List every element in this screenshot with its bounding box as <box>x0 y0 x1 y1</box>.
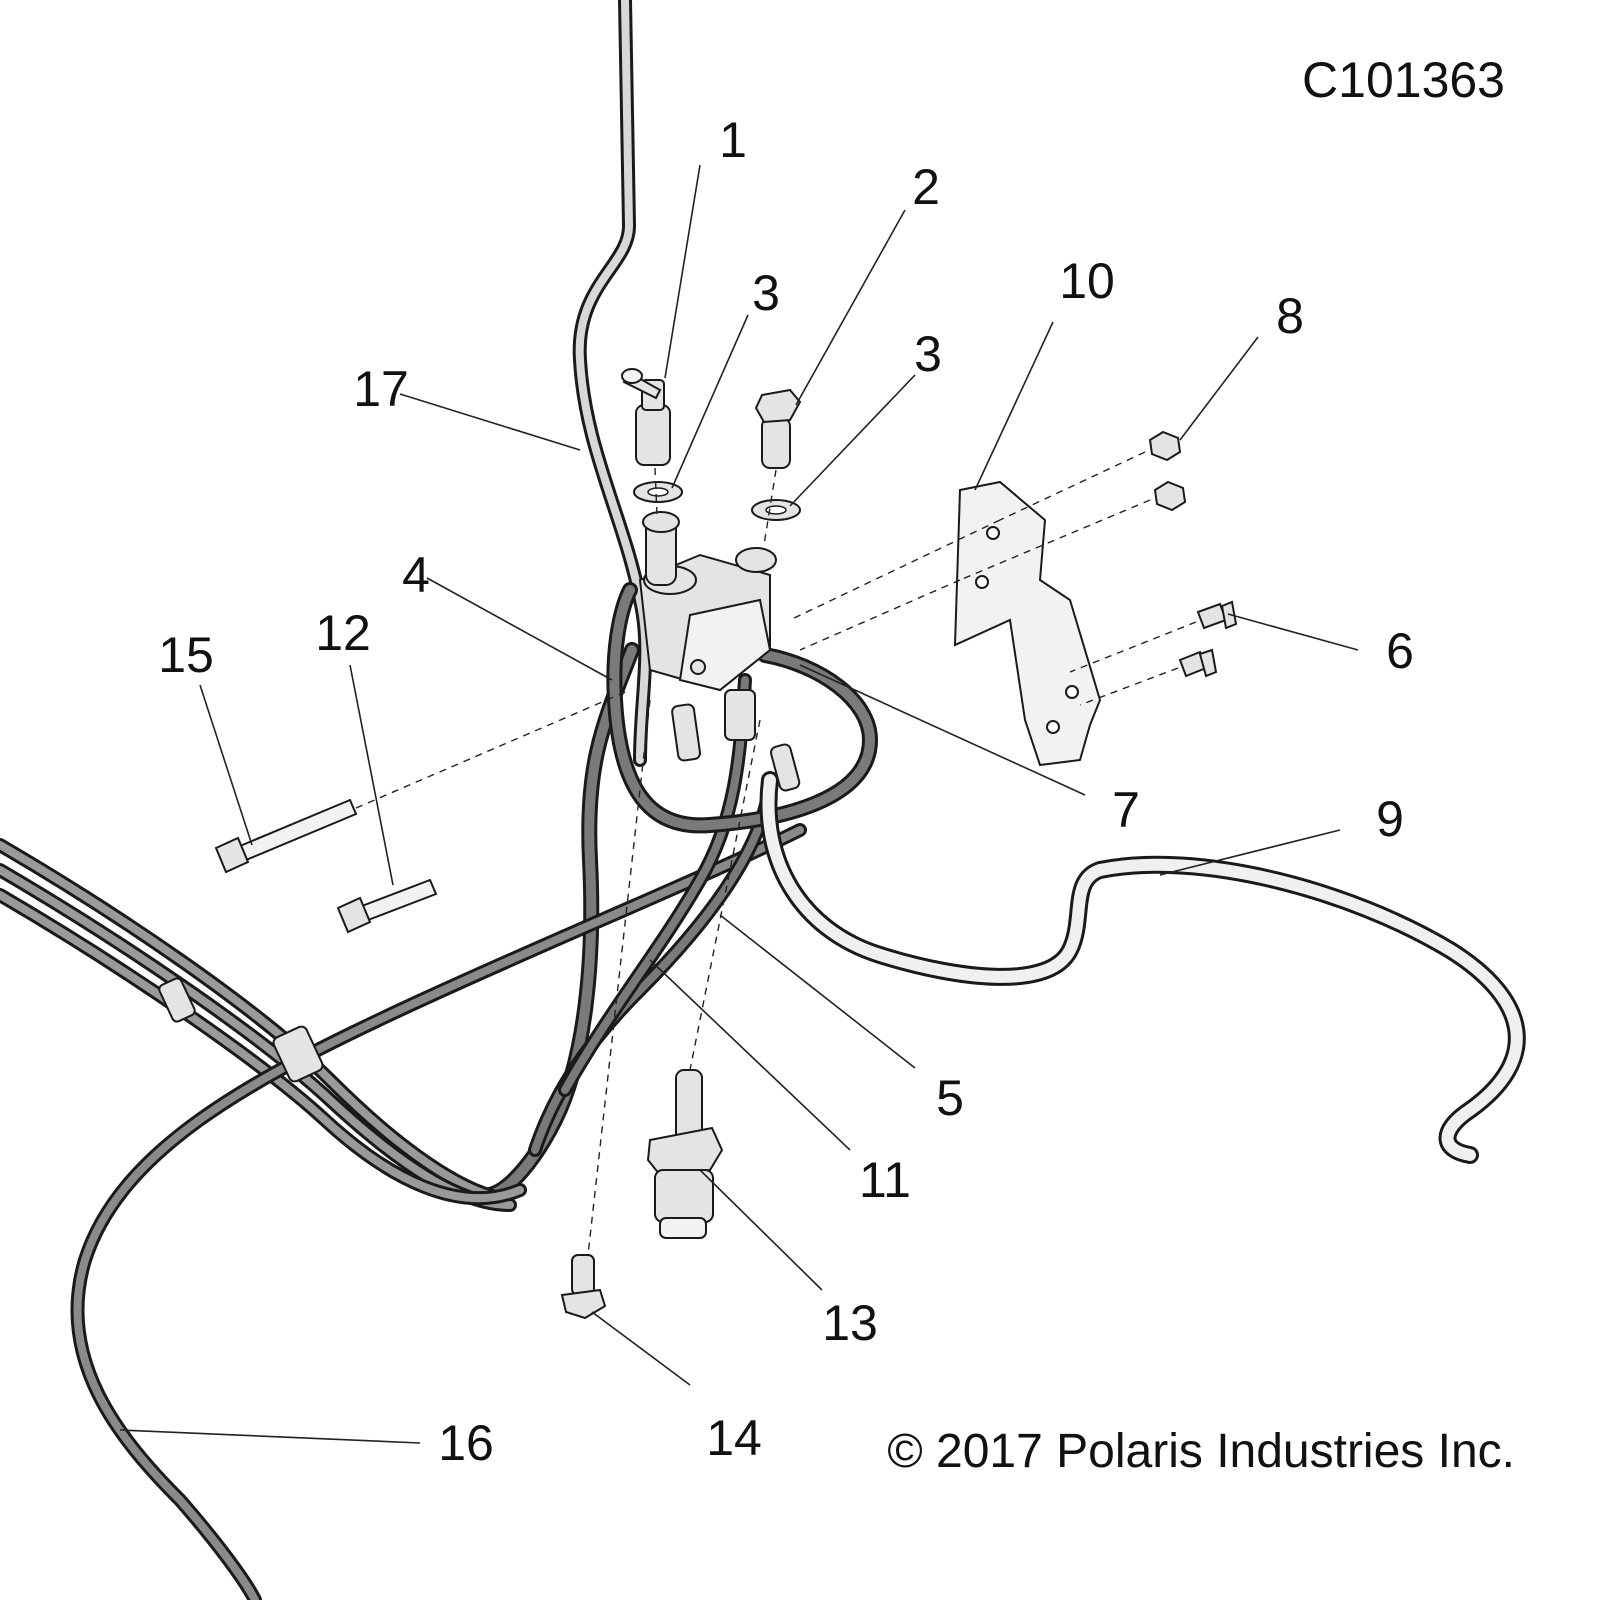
part-10-mounting-bracket <box>953 480 1102 767</box>
callout-14: 14 <box>706 1410 762 1466</box>
callout-3-left: 3 <box>752 265 780 321</box>
part-6-screw-lower <box>1178 648 1218 678</box>
part-13-pressure-switch <box>646 1069 724 1239</box>
hose-fittings <box>671 689 801 792</box>
assembly-lines <box>355 451 1197 1256</box>
line-bundle <box>0 838 527 1212</box>
brake-line-4 <box>482 642 640 1203</box>
callout-3-right: 3 <box>914 326 942 382</box>
diagram-code: C101363 <box>1302 52 1505 108</box>
part-3-washer-left <box>633 481 683 503</box>
callout-16: 16 <box>438 1415 494 1471</box>
callout-10: 10 <box>1059 253 1115 309</box>
callouts: 1 2 3 3 4 5 6 7 8 9 10 11 12 13 14 15 16… <box>158 112 1414 1471</box>
callout-4: 4 <box>402 547 430 603</box>
part-14-bolt <box>560 1254 607 1320</box>
callout-2: 2 <box>912 159 940 215</box>
part-8-nut-upper <box>1148 430 1182 462</box>
leader-lines <box>119 164 1359 1444</box>
callout-1: 1 <box>719 112 747 168</box>
valve-block <box>638 511 777 692</box>
part-12-short-bolt <box>336 878 438 934</box>
part-1-bleeder-screw <box>621 368 671 466</box>
part-15-long-bolt <box>214 798 358 874</box>
callout-8: 8 <box>1276 288 1304 344</box>
brake-line-9 <box>759 771 1526 1164</box>
callout-5: 5 <box>936 1070 964 1126</box>
brake-line-5 <box>558 673 752 1097</box>
brake-lines <box>0 0 1526 1600</box>
part-6-screw-upper <box>1196 600 1238 630</box>
brake-line-17 <box>572 0 653 767</box>
callout-6: 6 <box>1386 623 1414 679</box>
line-clip <box>158 977 324 1083</box>
callout-15: 15 <box>158 627 214 683</box>
brake-line-16 <box>70 823 807 1600</box>
part-2-banjo-bolt <box>754 388 802 469</box>
brake-line-7 <box>606 582 878 834</box>
callout-9: 9 <box>1376 791 1404 847</box>
part-3-washer-right <box>751 499 801 521</box>
callout-7: 7 <box>1112 782 1140 838</box>
callout-11: 11 <box>859 1152 911 1208</box>
copyright-text: © 2017 Polaris Industries Inc. <box>887 1425 1515 1478</box>
callout-12: 12 <box>315 605 371 661</box>
callout-17: 17 <box>353 361 409 417</box>
part-8-nut-lower <box>1153 480 1187 512</box>
callout-13: 13 <box>822 1295 878 1351</box>
